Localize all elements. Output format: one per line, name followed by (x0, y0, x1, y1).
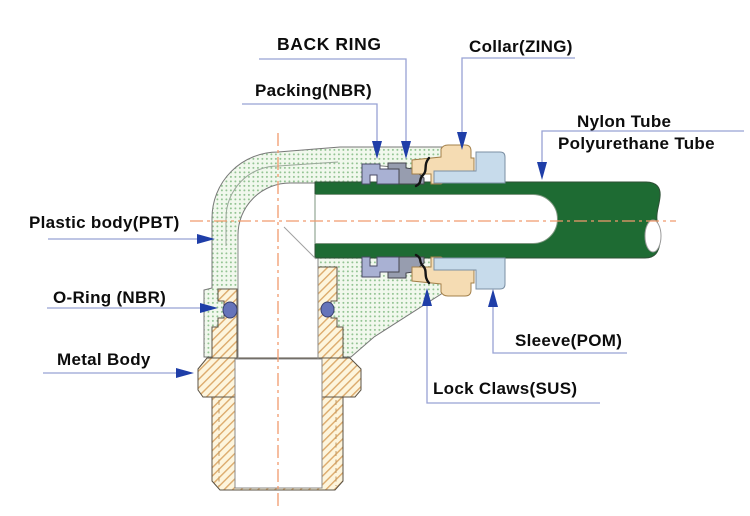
tube (314, 181, 662, 259)
centerlines (190, 133, 676, 508)
tube-end-bore-ellipse (644, 219, 662, 253)
o-ring-right (320, 301, 335, 318)
arrow-plastic-body (197, 234, 215, 244)
leader-lock-claws (426, 304, 600, 404)
sleeve-part (433, 151, 506, 184)
label-back-ring: BACK RING (277, 34, 382, 54)
arrow-metal-body (176, 368, 194, 378)
tube-bore-cut (314, 194, 558, 244)
o-ring-left (222, 301, 238, 319)
arrow-back-ring (401, 141, 411, 159)
label-o-ring: O-Ring (NBR) (53, 288, 166, 307)
thread-dashed-lines (218, 400, 337, 486)
arrow-packing (372, 141, 382, 159)
leader-sleeve (492, 305, 627, 354)
label-nylon-tube: Nylon Tube (577, 112, 671, 131)
back-ring-part (387, 162, 425, 185)
arrow-nylon-tube (537, 162, 547, 180)
elbow-bore-edges (237, 240, 319, 359)
leader-back-ring (259, 58, 407, 143)
label-lock-claws: Lock Claws(SUS) (433, 379, 577, 398)
leader-packing (242, 103, 378, 143)
arrowheads (176, 132, 547, 378)
leader-lines (43, 57, 744, 404)
label-collar: Collar(ZING) (469, 37, 573, 56)
arrow-collar (457, 132, 467, 150)
label-polyurethane-tube: Polyurethane Tube (558, 134, 715, 153)
lock-claw-part (414, 156, 431, 188)
leader-collar (461, 57, 575, 134)
connector-parts-top (361, 144, 506, 188)
arrow-o-ring (200, 303, 218, 313)
leader-nylon-tube (541, 130, 744, 164)
label-plastic-body: Plastic body(PBT) (29, 213, 180, 232)
arrow-lock-claws (422, 288, 432, 306)
label-metal-body: Metal Body (57, 350, 151, 369)
plastic-body-inner-wall-line (225, 161, 339, 246)
label-sleeve: Sleeve(POM) (515, 331, 622, 350)
label-packing: Packing(NBR) (255, 81, 372, 100)
labels: BACK RING Packing(NBR) Collar(ZING) Nylo… (29, 34, 715, 398)
arrow-sleeve (488, 289, 498, 307)
bore-corner-chamfer-line (283, 226, 317, 260)
